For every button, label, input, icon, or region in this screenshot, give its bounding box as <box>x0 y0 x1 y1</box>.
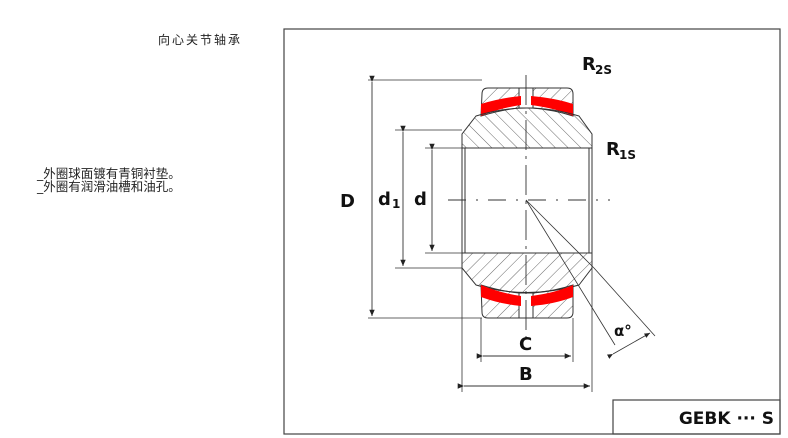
R2s-label: R <box>582 54 596 75</box>
alpha-label: α° <box>614 322 632 340</box>
bronze-liner-bottom-left <box>481 285 521 306</box>
d-label: d <box>414 189 427 210</box>
product-title: 向心关节轴承 <box>158 33 243 47</box>
feature-bronze-liner: _外圈球面镀有青铜衬垫。 <box>37 166 181 181</box>
title-block <box>612 399 781 435</box>
bronze-liner-bottom-right <box>531 285 573 306</box>
alpha-dim-line <box>606 332 651 359</box>
bronze-liner-top-left <box>481 96 521 116</box>
model-code: GEBK ··· S <box>679 409 774 429</box>
R1s-subscript: 1S <box>619 148 636 162</box>
d1-subscript: 1 <box>392 197 400 211</box>
R1s-label: R <box>606 139 620 160</box>
drawing-frame <box>283 28 781 435</box>
D-label: D <box>340 191 355 212</box>
B-label: B <box>519 364 533 385</box>
R2s-subscript: 2S <box>595 63 612 77</box>
inner-ring-top <box>461 107 593 149</box>
feature-lubrication: _外圈有润滑油槽和油孔。 <box>37 179 181 194</box>
inner-ring-bottom <box>461 252 593 293</box>
bronze-liner-top-right <box>531 96 573 116</box>
C-label: C <box>519 334 532 355</box>
d1-label: d <box>378 189 391 210</box>
